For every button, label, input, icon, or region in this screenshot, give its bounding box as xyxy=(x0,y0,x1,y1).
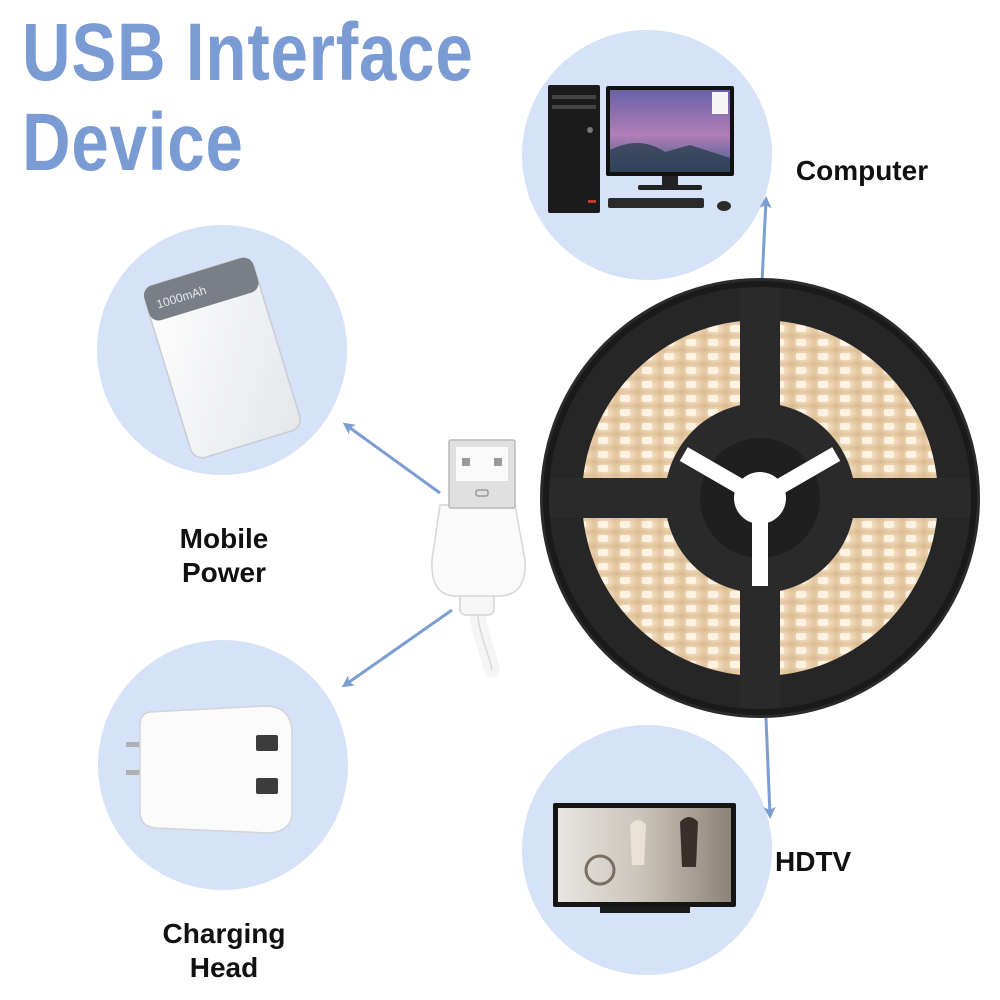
tv-icon xyxy=(553,803,736,913)
mobile-power-label: Mobile Power xyxy=(144,522,304,590)
arrow-to-mobile-power xyxy=(342,422,441,495)
charging-head-label-line-1: Charging xyxy=(162,918,286,949)
title-line-1: USB Interface xyxy=(22,7,474,98)
arrows xyxy=(341,196,776,819)
wall-charger-icon xyxy=(126,705,293,834)
arrow-to-charging-head xyxy=(341,608,453,688)
title-line-2: Device xyxy=(22,97,244,188)
mobile-power-label-line-1: Mobile xyxy=(179,523,269,554)
arrow-to-computer xyxy=(759,196,772,283)
arrow-to-hdtv xyxy=(763,717,776,819)
computer-label: Computer xyxy=(795,155,929,186)
desktop-computer-icon xyxy=(548,85,734,213)
mobile-power-label-line-2: Power xyxy=(181,557,267,588)
charging-head-label: Charging Head xyxy=(139,917,309,985)
power-bank-icon: 1000mAh xyxy=(143,257,301,459)
page-title: USB Interface Device xyxy=(22,8,474,188)
led-strip-reel-icon xyxy=(540,278,980,718)
charging-head-label-line-2: Head xyxy=(189,952,259,983)
usb-plug-icon xyxy=(431,439,526,678)
hdtv-label: HDTV xyxy=(775,846,852,877)
